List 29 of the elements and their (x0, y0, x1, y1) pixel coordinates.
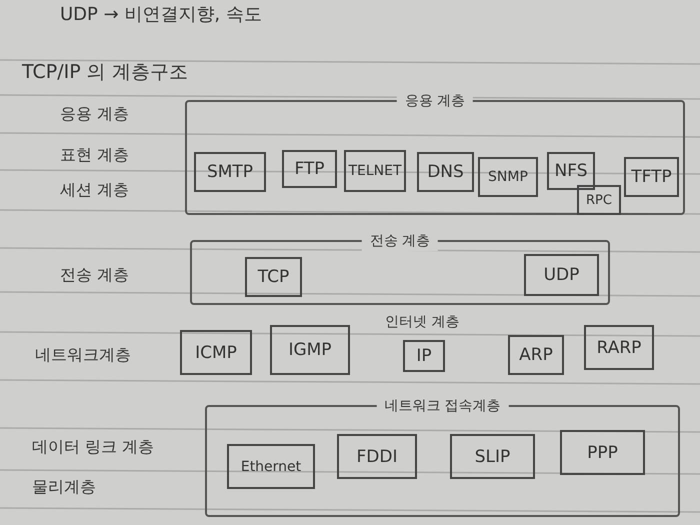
protocol-box: PPP (560, 430, 645, 475)
protocol-box: FDDI (337, 434, 417, 479)
title: TCP/IP 의 계층구조 (22, 62, 188, 82)
protocol-box: TCP (245, 257, 302, 297)
group-heading: 인터넷 계층 (385, 313, 460, 332)
layer-name: 데이터 링크 계층 (32, 437, 154, 457)
protocol-box: UDP (524, 254, 599, 296)
protocol-box: FTP (282, 150, 337, 188)
layer-name: 전송 계층 (60, 265, 130, 285)
protocol-box: SMTP (194, 152, 266, 192)
protocol-box: TELNET (344, 150, 406, 192)
protocol-box: DNS (417, 152, 474, 192)
layer-name: 응용 계층 (60, 104, 130, 124)
protocol-box: SLIP (450, 434, 535, 479)
protocol-box: RARP (584, 325, 654, 370)
layer-name: 세션 계층 (60, 180, 130, 200)
layer-name: 표현 계층 (60, 145, 130, 165)
protocol-box: ARP (508, 335, 564, 375)
layer-name: 물리계층 (32, 477, 96, 497)
protocol-box: ICMP (180, 330, 252, 375)
note: UDP → 비연결지향, 속도 (60, 5, 262, 25)
layer-name: 네트워크계층 (35, 345, 131, 365)
protocol-box: SNMP (478, 157, 538, 197)
protocol-box: IGMP (270, 325, 350, 375)
protocol-box: RPC (577, 185, 621, 215)
protocol-box: IP (403, 340, 445, 372)
protocol-box: NFS (547, 152, 595, 190)
protocol-box: TFTP (624, 157, 679, 197)
protocol-box: Ethernet (227, 444, 315, 489)
